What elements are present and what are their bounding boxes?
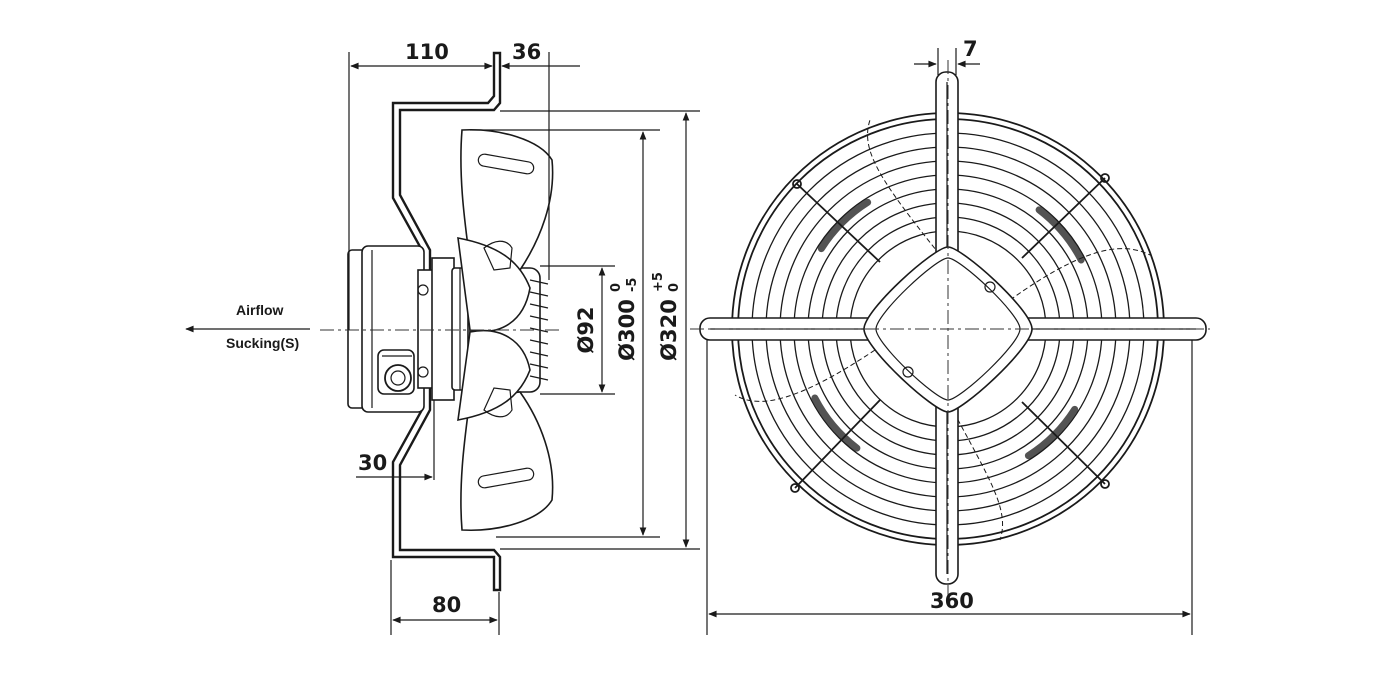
dim-80-text: 80 <box>432 593 461 617</box>
side-view <box>320 51 700 635</box>
cable-gland <box>377 349 415 395</box>
dim-dia300-sup: 0 <box>609 283 624 292</box>
front-view <box>690 48 1210 635</box>
dia300-group: Ø300 0 -5 <box>609 278 640 361</box>
dia320-group: Ø320 +5 0 <box>651 272 682 361</box>
mounting-bracket <box>391 51 502 592</box>
front-dimensions <box>708 60 1191 618</box>
blade-slot <box>811 394 861 452</box>
side-dimensions <box>350 62 690 624</box>
blade-slot <box>1024 405 1079 460</box>
dim-dia300-sub: -5 <box>625 278 640 292</box>
dim-dia320-sup: +5 <box>651 272 666 292</box>
dim-30-text: 30 <box>358 451 387 475</box>
dia92-group: Ø92 <box>574 306 598 353</box>
dim-dia320-sub: 0 <box>667 283 682 292</box>
airflow-label: Airflow <box>236 302 284 318</box>
dim-360-text: 360 <box>930 589 974 613</box>
hidden-blades <box>734 119 1151 541</box>
dim-dia320-text: Ø320 <box>657 299 681 361</box>
dim-36-text: 36 <box>512 40 541 64</box>
blade-slot <box>1035 206 1085 264</box>
dim-dia300-text: Ø300 <box>615 299 639 361</box>
blade-slot <box>817 198 872 253</box>
sucking-label: Sucking(S) <box>226 335 299 351</box>
guard-struts <box>790 173 1110 493</box>
upper-blade <box>460 128 554 271</box>
dim-7-text: 7 <box>963 37 978 61</box>
dim-dia92-text: Ø92 <box>574 306 598 353</box>
dim-110-text: 110 <box>405 40 449 64</box>
lower-blade <box>460 391 554 532</box>
